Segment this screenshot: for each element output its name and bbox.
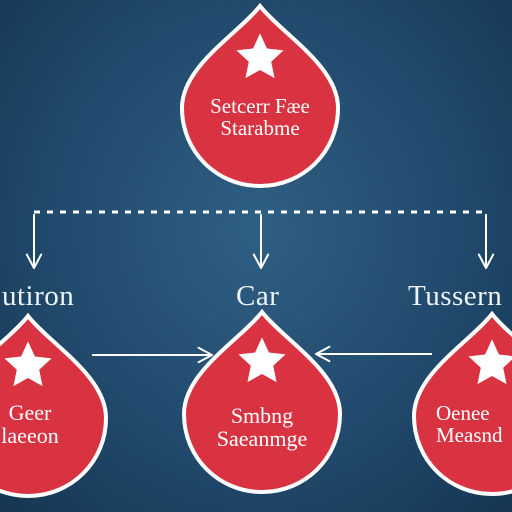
left-node-line1: Geer xyxy=(8,400,52,425)
right-node-line2: Measnd xyxy=(436,423,503,448)
top-node-line2: Starabme xyxy=(220,116,300,141)
category-label-center: Car xyxy=(236,280,280,312)
center-node-line2: Saeanmge xyxy=(216,426,308,452)
category-label-right: Tussern xyxy=(408,280,503,312)
left-node-text: Geer laeeon xyxy=(0,401,80,447)
right-node-text: Oenee Measnd xyxy=(436,402,512,446)
center-node-text: Smbng Saeanmge xyxy=(192,404,332,450)
right-node-line1: Oenee xyxy=(436,401,490,425)
category-label-left: utiron xyxy=(2,280,75,312)
left-node-line2: laeeon xyxy=(1,423,59,449)
center-node-line1: Smbng xyxy=(230,403,294,428)
center-node-drop xyxy=(182,310,342,494)
top-node-line1: Setcerr Fæe xyxy=(210,94,310,118)
top-node-text: Setcerr Fæe Starabme xyxy=(180,95,340,139)
